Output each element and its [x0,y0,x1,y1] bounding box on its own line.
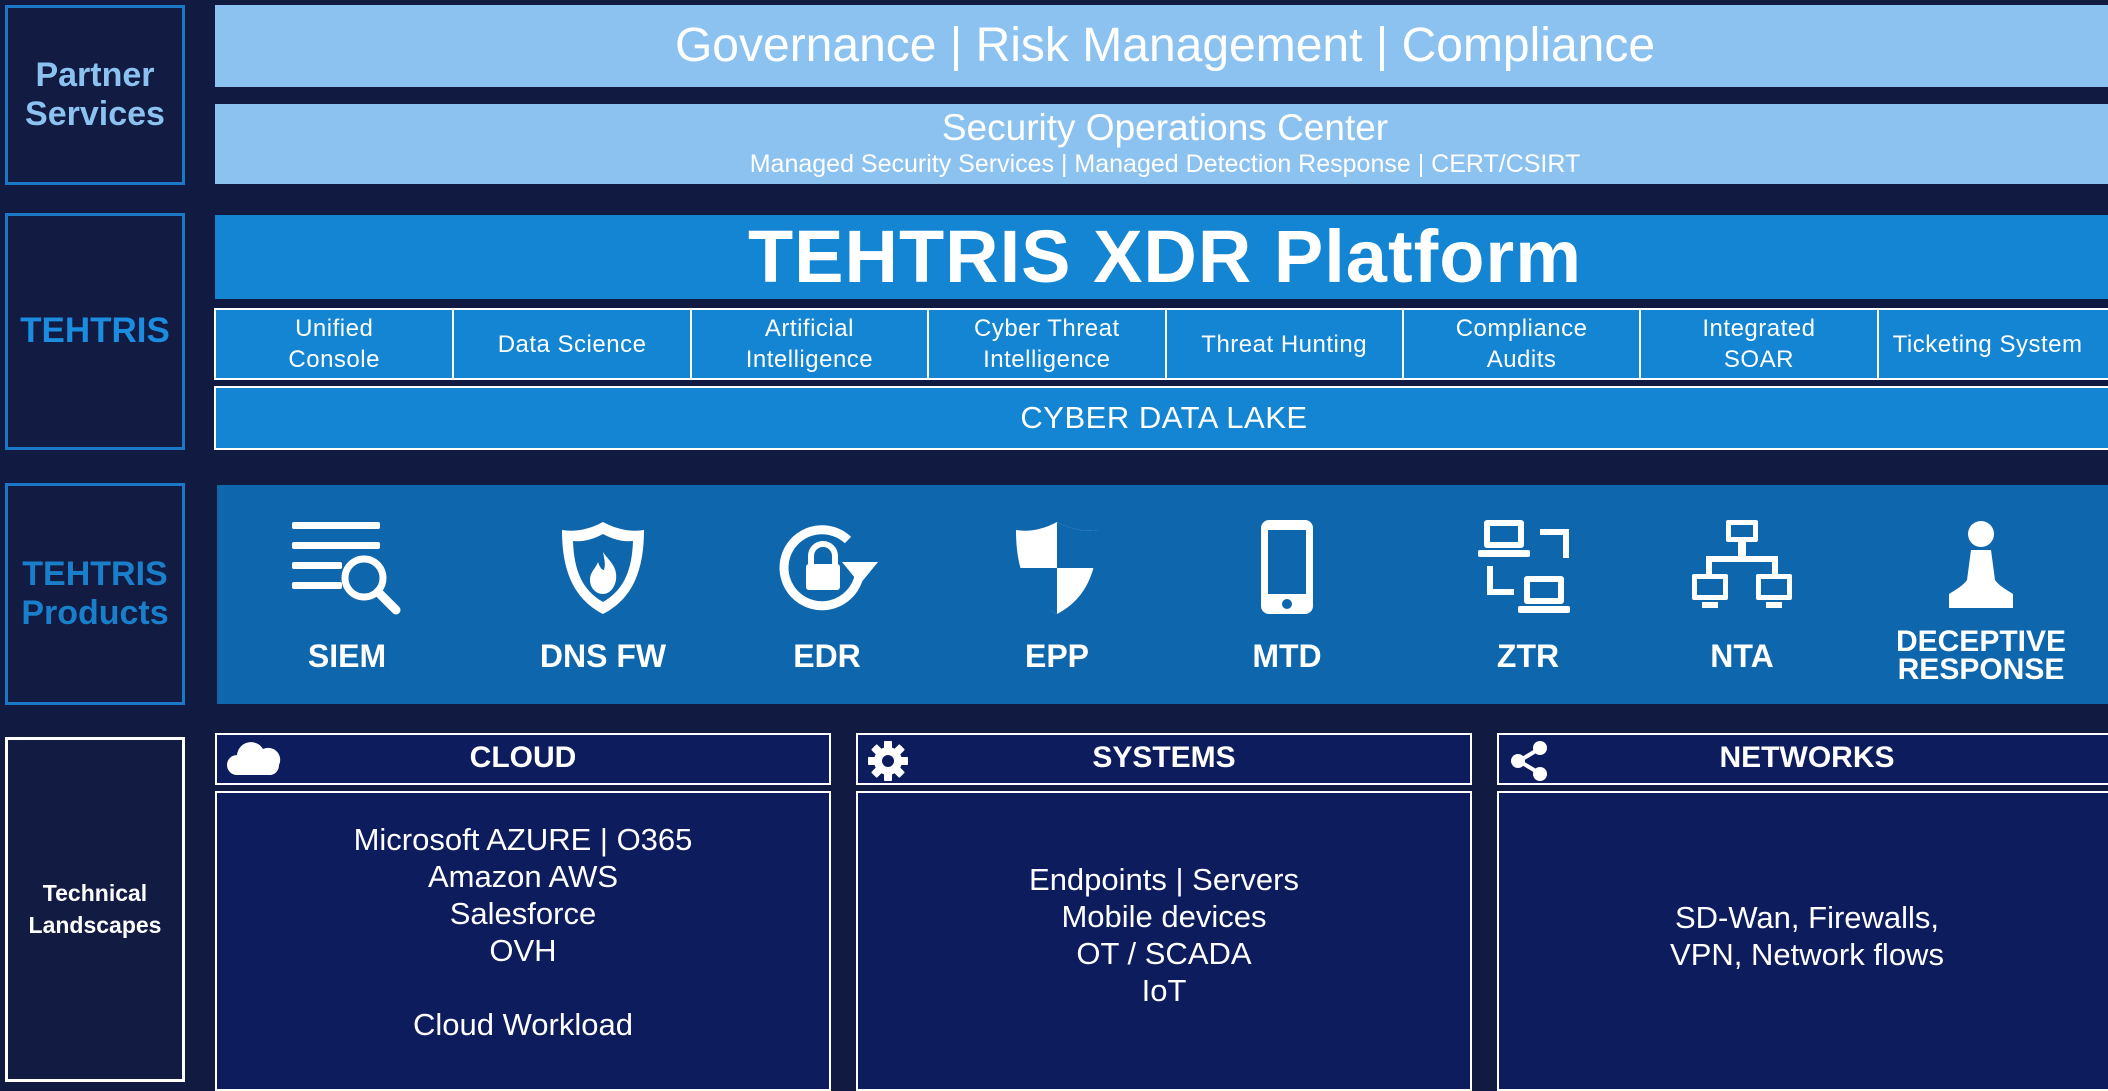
product-label: SIEM [307,638,387,674]
data-lake-label: CYBER DATA LAKE [1020,400,1308,435]
share-icon [1511,741,1547,781]
governance-text: Governance | Risk Management | Complianc… [674,19,1656,72]
firewall-shield-icon [562,522,644,614]
feature-text: Intelligence [983,346,1111,373]
product-deceptive-response: DECEPTIVE RESPONSE [1881,485,2081,704]
lock-refresh-icon [779,525,878,611]
cloud-header: CLOUD [215,733,831,785]
partner-label-line2: Services [25,95,165,133]
systems-item: OT / SCADA [1076,936,1252,971]
gear-icon [868,741,908,781]
soc-title: Security Operations Center [941,107,1389,148]
product-label: DNS FW [539,638,667,674]
sidebar-partner-services: Partner Services [5,5,185,185]
networks-title: NETWORKS [1719,741,1895,774]
systems-item: IoT [1141,973,1187,1008]
platform-title: TEHTRIS XDR Platform [747,215,1583,298]
feature-data-science: Data Science [452,308,692,380]
product-label-line1: DECEPTIVE [1895,625,2067,658]
partner-label-line1: Partner [35,55,155,94]
products-label-line1: TEHTRIS [22,554,168,593]
cloud-item: Cloud Workload [413,1007,633,1042]
cloud-item: Amazon AWS [427,859,619,894]
feature-text: Unified [295,315,374,342]
products-band: SIEM DNS FW EDR EPP [217,485,2108,704]
feature-threat-hunting: Threat Hunting [1164,308,1404,380]
product-label: EPP [1024,638,1090,674]
product-ztr: ZTR [1428,485,1628,704]
siem-search-icon [292,522,401,615]
product-label: DECEPTIVE RESPONSE [1881,625,2081,686]
landscapes-label-line2: Landscapes [28,911,162,938]
networks-header: NETWORKS [1497,733,2108,785]
networks-item: SD-Wan, Firewalls, [1674,900,1940,935]
cyber-data-lake: CYBER DATA LAKE [214,386,2108,450]
systems-item: Endpoints | Servers [1029,862,1299,897]
soc-band: Security Operations Center Managed Secur… [215,104,2108,184]
feature-text: Threat Hunting [1201,330,1368,358]
feature-text: Data Science [497,330,647,358]
feature-text: Compliance [1455,315,1588,342]
tehtris-label: TEHTRIS [20,311,170,351]
cloud-title: CLOUD [469,741,577,774]
shield-icon [1016,522,1098,614]
networks-item: VPN, Network flows [1670,937,1944,972]
product-siem: SIEM [247,485,447,704]
cloud-item: Salesforce [449,896,597,931]
sidebar-tehtris-products: TEHTRIS Products [5,483,185,705]
product-label: NTA [1710,638,1774,674]
feature-text: Ticketing System [1892,330,2083,358]
feature-text: Artificial [764,315,854,342]
product-edr: EDR [727,485,927,704]
soc-subtitle: Managed Security Services | Managed Dete… [749,150,1581,178]
cloud-icon [227,742,281,775]
cloud-item [354,969,693,1006]
product-label-line2: RESPONSE [1897,653,2065,686]
feature-text: Intelligence [745,346,874,373]
product-epp: EPP [957,485,1157,704]
chess-pawn-icon [1949,521,2013,608]
sidebar-tehtris: TEHTRIS [5,213,185,450]
feature-text: Cyber Threat [974,315,1120,342]
network-tree-icon [1692,520,1792,608]
sidebar-technical-landscapes: Technical Landscapes [5,737,185,1082]
cloud-body: Microsoft AZURE | O365 Amazon AWS Salesf… [215,791,831,1091]
feature-text: Audits [1486,346,1557,373]
cloud-item: Microsoft AZURE | O365 [353,822,693,857]
product-dns-fw: DNS FW [503,485,703,704]
product-mtd: MTD [1187,485,1387,704]
systems-item: Mobile devices [1061,899,1267,934]
systems-header: SYSTEMS [856,733,1472,785]
landscapes-label-line1: Technical [42,880,148,907]
cloud-item: OVH [489,933,557,968]
product-label: EDR [793,638,861,674]
systems-body: Endpoints | Servers Mobile devices OT / … [856,791,1472,1091]
products-label-line2: Products [21,594,169,632]
systems-title: SYSTEMS [1092,741,1236,774]
feature-text: Console [288,346,380,373]
product-label: ZTR [1496,638,1560,674]
mobile-phone-icon [1261,520,1313,614]
feature-text: SOAR [1723,346,1794,373]
feature-text: Integrated [1702,315,1816,342]
feature-ticketing-system: Ticketing System [1876,308,2108,380]
network-computers-icon [1478,520,1570,613]
product-nta: NTA [1642,485,1842,704]
product-label: MTD [1252,638,1322,674]
governance-band: Governance | Risk Management | Complianc… [215,5,2108,87]
platform-title-band: TEHTRIS XDR Platform [215,215,2108,299]
networks-body: SD-Wan, Firewalls, VPN, Network flows [1497,791,2108,1091]
